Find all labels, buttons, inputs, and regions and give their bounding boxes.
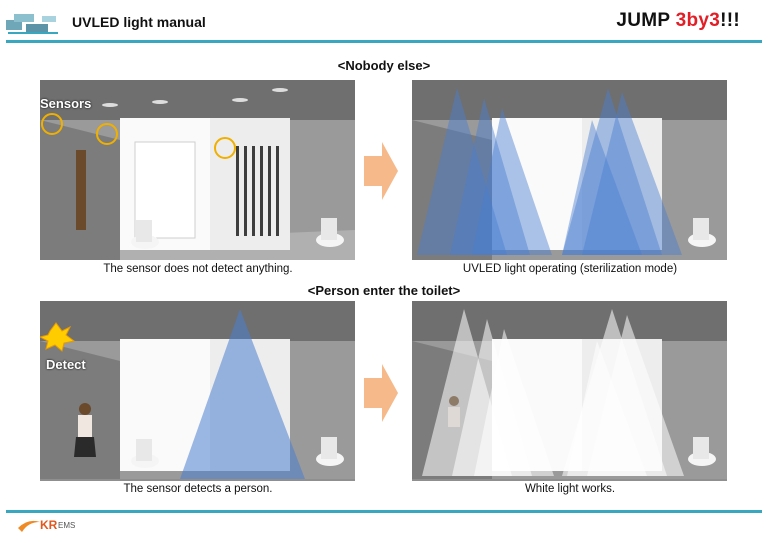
caption-detect: The sensor detects a person. xyxy=(123,483,273,495)
section-title-person: <Person enter the toilet> xyxy=(307,283,461,298)
footer-logo-subtext: EMS xyxy=(58,521,76,530)
person-icon xyxy=(448,396,460,427)
brand-highlight: 3by3 xyxy=(675,10,721,31)
brand-prefix: JUMP xyxy=(616,10,670,31)
page-title: UVLED light manual xyxy=(72,14,206,30)
restroom-white-light-illustration xyxy=(412,301,727,479)
footer-divider xyxy=(6,510,762,513)
right-arrow-icon xyxy=(364,142,398,200)
brand-title: JUMP 3by3!!! xyxy=(616,10,740,32)
scene-person-detected: Detect xyxy=(40,301,355,481)
restroom-detect-illustration xyxy=(40,301,355,479)
caption-sterilization: UVLED light operating (sterilization mod… xyxy=(462,263,678,275)
scene-white-light xyxy=(412,301,727,481)
person-icon xyxy=(74,403,96,457)
brand-suffix: !!! xyxy=(720,10,740,31)
scene-nobody-sensors: Sensors xyxy=(40,80,355,260)
kr-ems-logo: KR EMS xyxy=(18,516,98,538)
sensors-label: Sensors xyxy=(40,96,92,111)
header-divider xyxy=(6,40,762,43)
caption-white-light: White light works. xyxy=(524,483,616,495)
detect-label: Detect xyxy=(46,357,86,372)
restroom-illustration xyxy=(40,80,355,260)
sensor-ring-3 xyxy=(214,137,236,159)
sensor-ring-1 xyxy=(41,113,63,135)
detect-burst-icon xyxy=(40,322,76,352)
restroom-uv-illustration xyxy=(412,80,727,260)
section-title-nobody: <Nobody else> xyxy=(337,58,431,73)
swoosh-icon xyxy=(18,520,40,532)
company-logo-icon xyxy=(6,14,58,34)
right-arrow-icon xyxy=(364,364,398,422)
sensor-ring-2 xyxy=(96,123,118,145)
caption-no-detect: The sensor does not detect anything. xyxy=(103,263,293,275)
scene-sterilization xyxy=(412,80,727,260)
footer-logo-text: KR xyxy=(40,518,58,532)
